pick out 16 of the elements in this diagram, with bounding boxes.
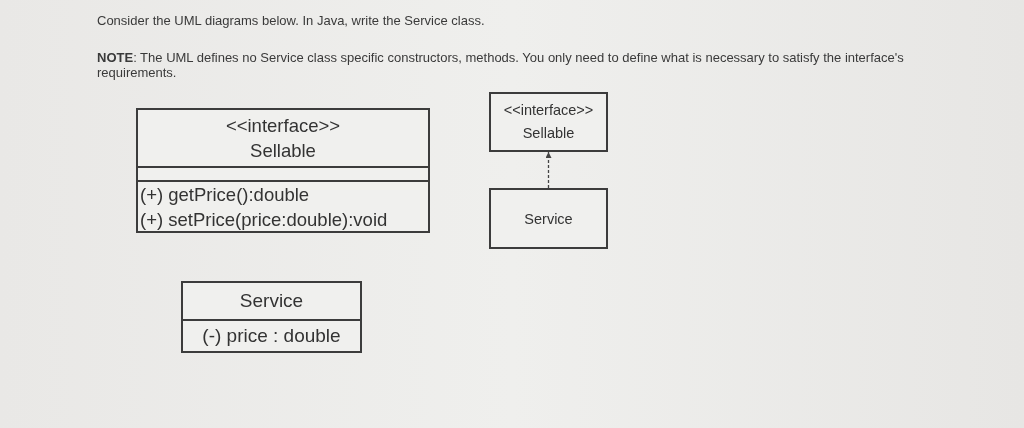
class-name: Sellable bbox=[250, 139, 316, 163]
class-name: Service bbox=[524, 209, 573, 229]
question-text: Consider the UML diagrams below. In Java, write the Service class. bbox=[97, 13, 486, 28]
method-signature: (+) getPrice():double bbox=[140, 183, 310, 207]
attribute-label: (-) price : double bbox=[202, 324, 341, 348]
stereotype-label: <<interface>> bbox=[503, 101, 594, 120]
stereotype-label: <<interface>> bbox=[225, 114, 341, 138]
class-box bbox=[181, 281, 362, 353]
class-name: Service bbox=[239, 289, 304, 313]
interface-class-box bbox=[136, 108, 430, 233]
note-text: NOTE: The UML defines no Service class specific constructors, methods. You only need to define what is necessary to satisfy the interface's requirements. bbox=[97, 50, 905, 80]
dashed-arrow bbox=[545, 151, 552, 189]
class-box bbox=[489, 188, 608, 249]
interface-box bbox=[489, 92, 608, 152]
method-signature: (+) setPrice(price:double):void bbox=[140, 208, 388, 232]
class-name: Sellable bbox=[522, 124, 575, 143]
